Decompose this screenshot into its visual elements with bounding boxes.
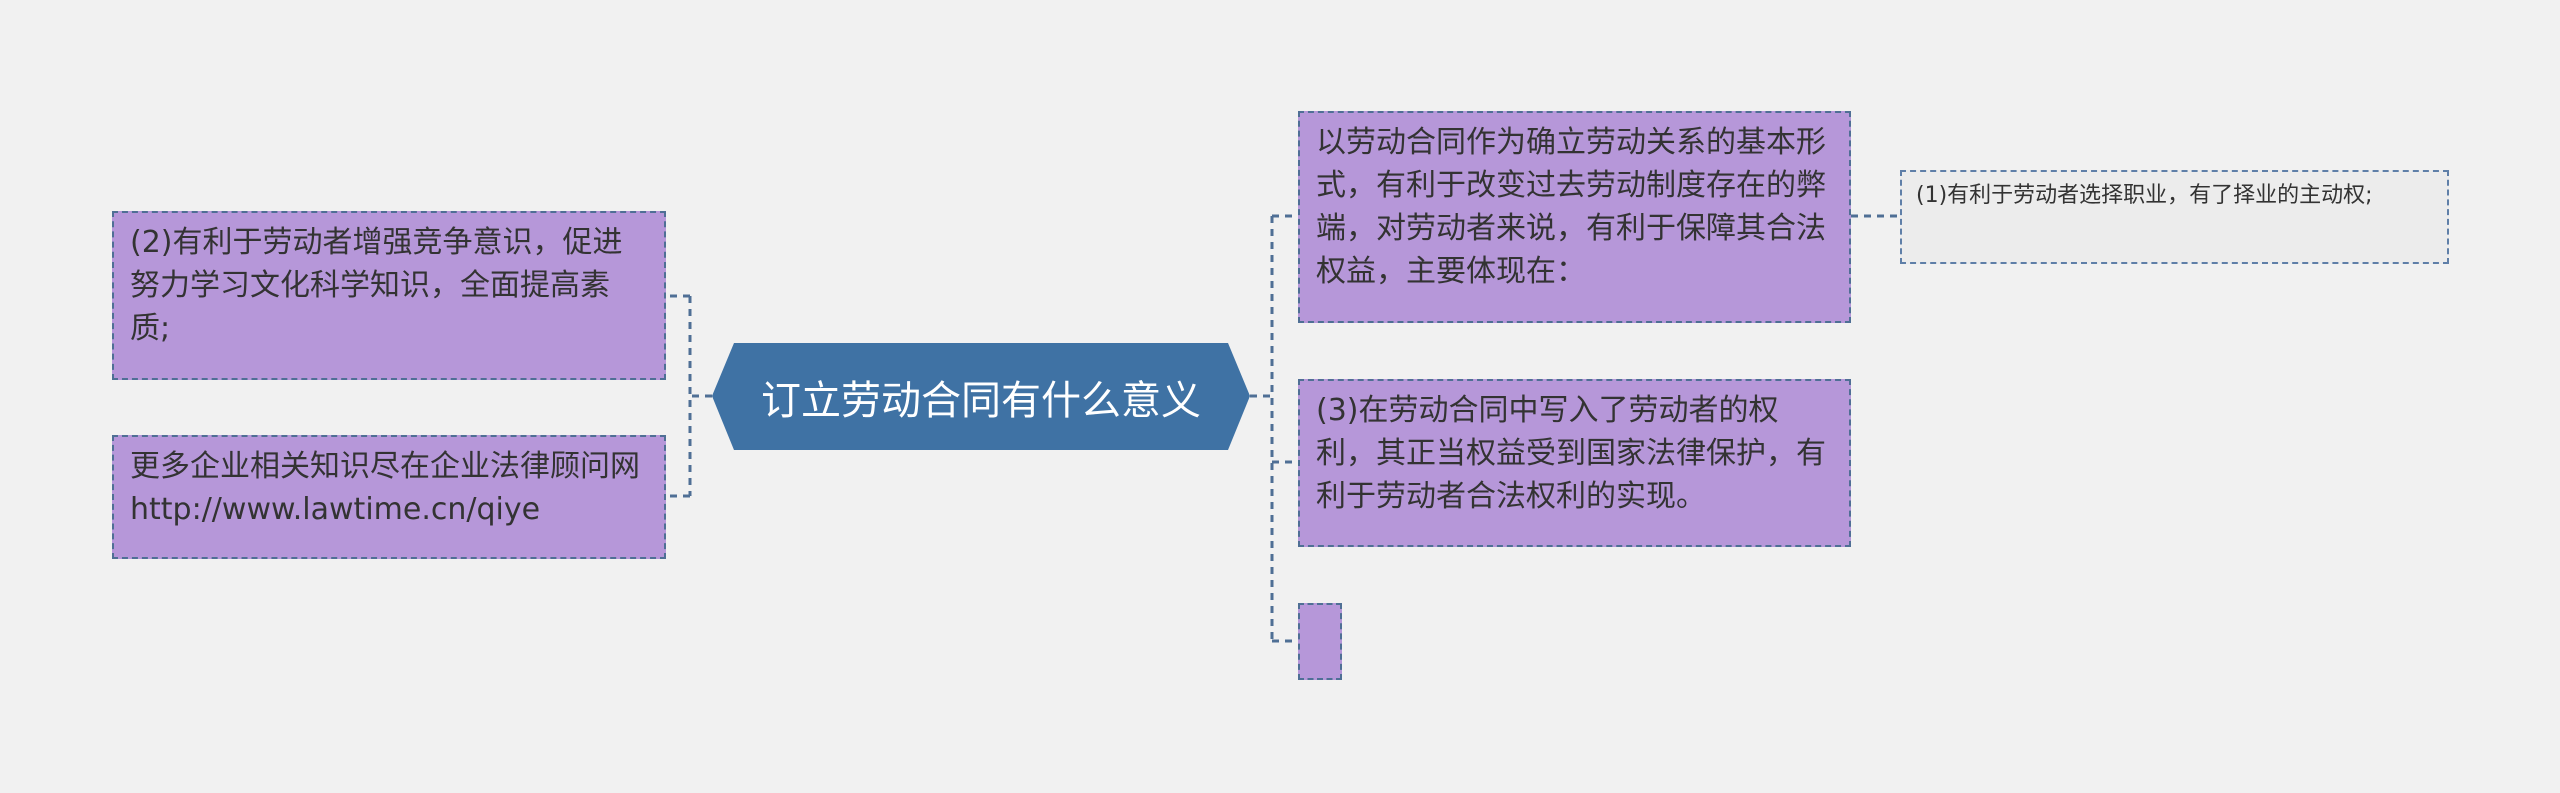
branch-text: (2)有利于劳动者增强竞争意识，促进努力学习文化科学知识，全面提高素质; <box>130 225 623 346</box>
branch-text: (3)在劳动合同中写入了劳动者的权利，其正当权益受到国家法律保护，有利于劳动者合… <box>1316 393 1826 514</box>
central-topic-text: 订立劳动合同有什么意义 <box>761 377 1201 424</box>
branch-node-right-1[interactable]: 以劳动合同作为确立劳动关系的基本形式，有利于改变过去劳动制度存在的弊端，对劳动者… <box>1298 111 1851 323</box>
branch-text: 以劳动合同作为确立劳动关系的基本形式，有利于改变过去劳动制度存在的弊端，对劳动者… <box>1316 125 1826 289</box>
branch-node-right-2[interactable]: (3)在劳动合同中写入了劳动者的权利，其正当权益受到国家法律保护，有利于劳动者合… <box>1298 379 1851 547</box>
branch-text: 更多企业相关知识尽在企业法律顾问网http://www.lawtime.cn/q… <box>130 449 640 527</box>
leaf-text: (1)有利于劳动者选择职业，有了择业的主动权; <box>1916 183 2373 208</box>
central-topic[interactable]: 订立劳动合同有什么意义 <box>712 343 1250 450</box>
branch-node-left-1[interactable]: (2)有利于劳动者增强竞争意识，促进努力学习文化科学知识，全面提高素质; <box>112 211 666 380</box>
leaf-node-right-1-1[interactable]: (1)有利于劳动者选择职业，有了择业的主动权; <box>1900 170 2449 264</box>
branch-node-right-3-empty[interactable] <box>1298 603 1342 680</box>
branch-node-left-2[interactable]: 更多企业相关知识尽在企业法律顾问网http://www.lawtime.cn/q… <box>112 435 666 559</box>
